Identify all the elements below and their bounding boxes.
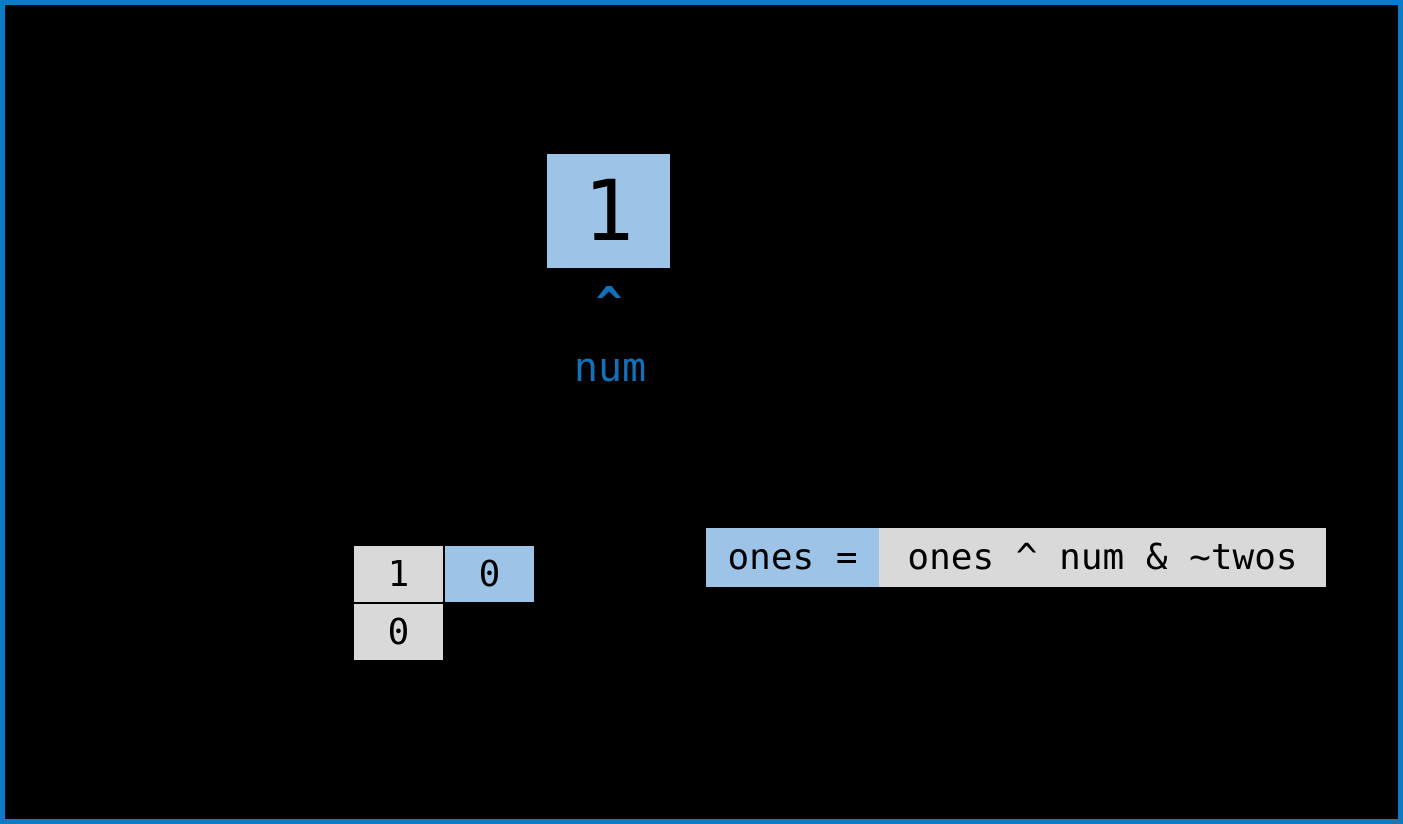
state-table-cell-r1c1: 1 [352,544,445,604]
num-bit-value: 1 [583,162,634,260]
num-label: num [573,345,647,391]
code-lhs: ones = [706,528,879,587]
caret-up-icon: ^ [595,278,623,329]
state-table-cell-r1c2: 0 [443,544,536,604]
state-table-cell-r2c1: 0 [352,602,445,662]
code-assignment-bar: ones = ones ^ num & ~twos [706,528,1326,587]
code-expression: ones ^ num & ~twos [879,528,1326,587]
num-bit-box: 1 [545,152,672,270]
